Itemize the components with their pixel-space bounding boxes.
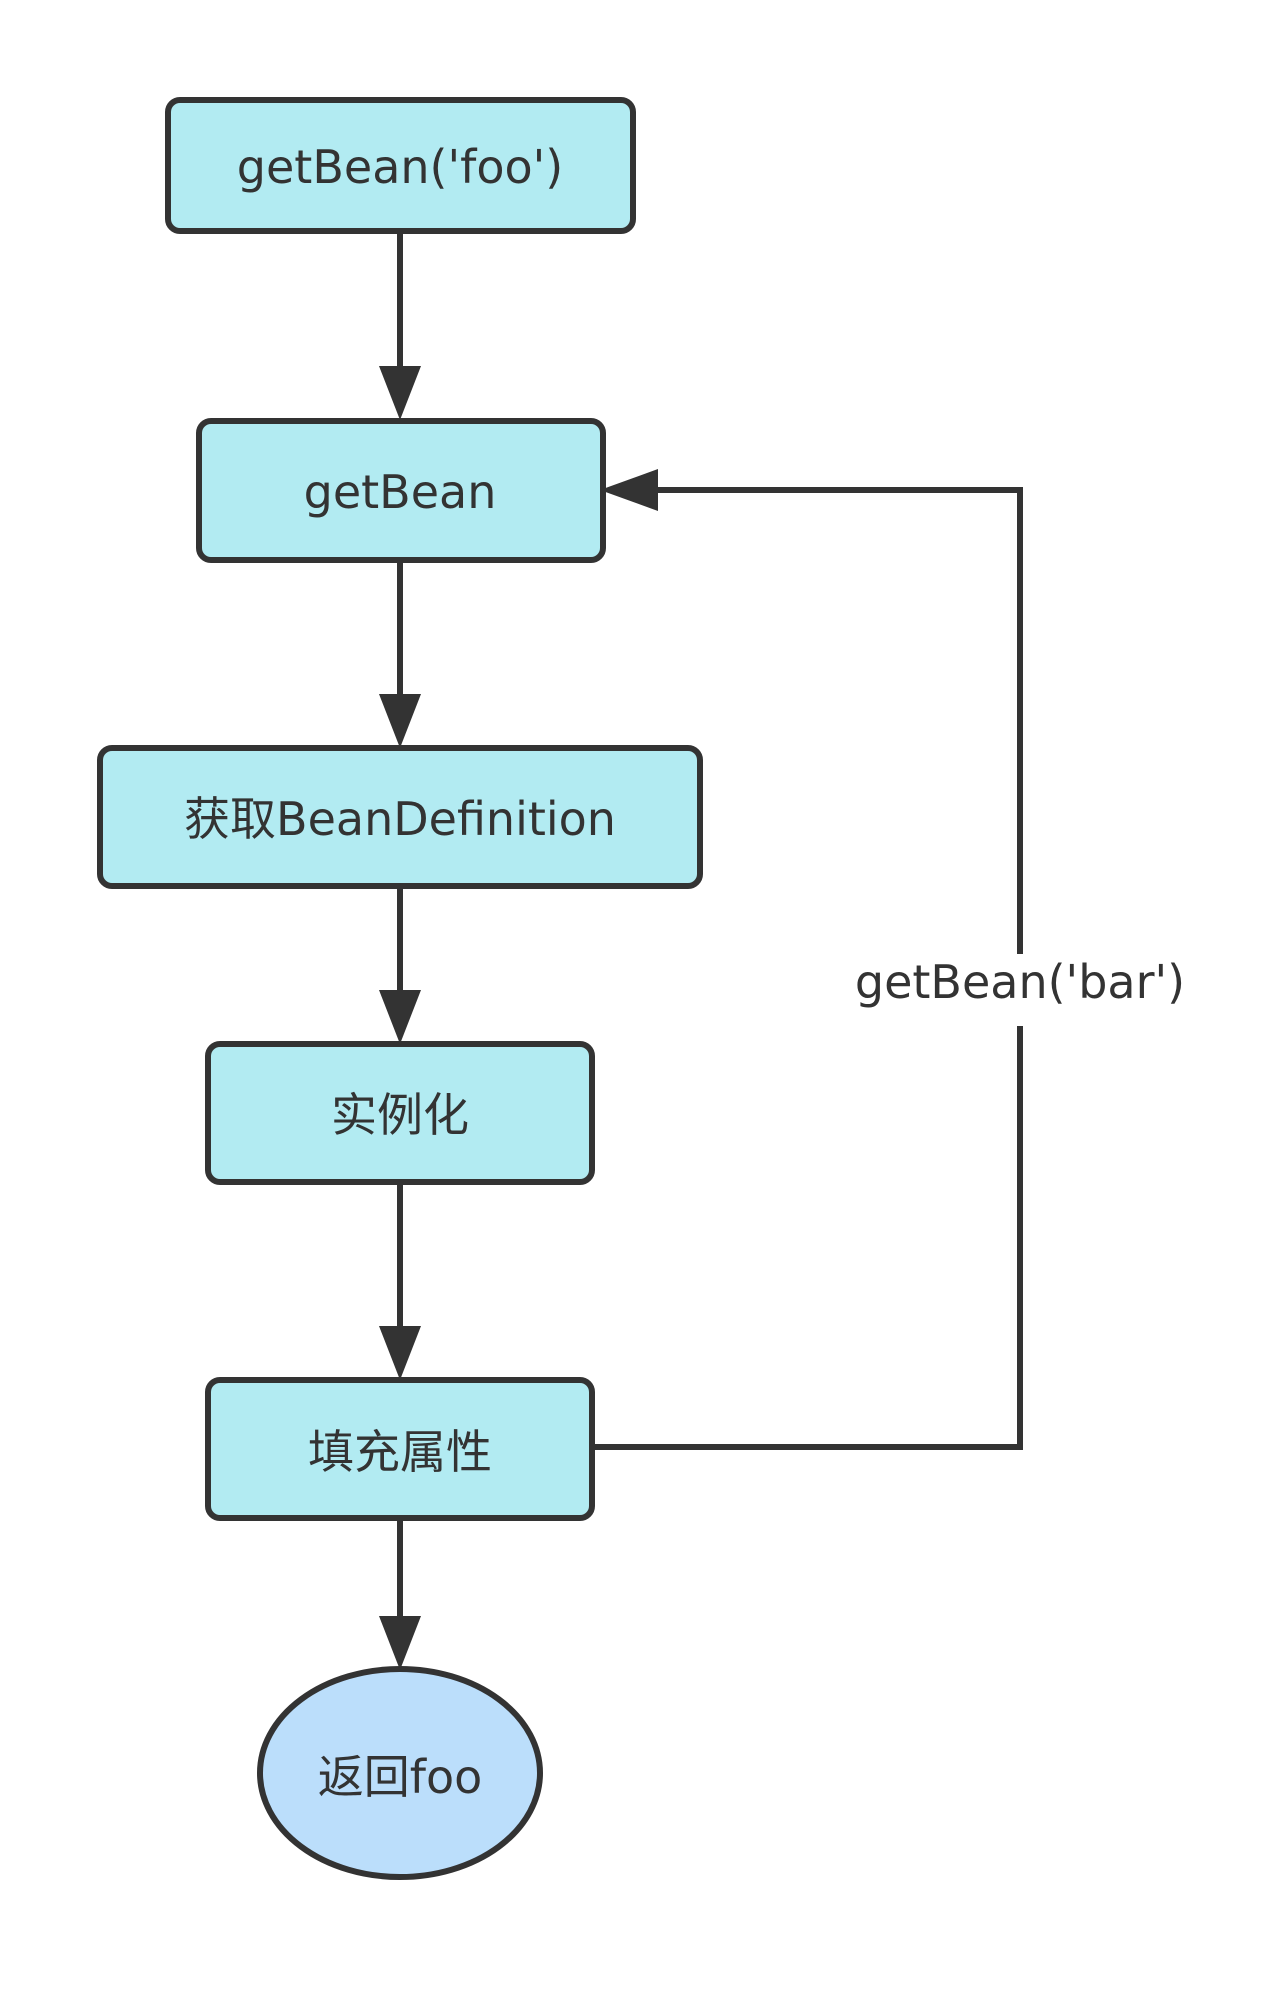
edge-definition-to-instantiate-arrowhead — [379, 990, 421, 1044]
edge-populate-to-return-arrowhead — [379, 1616, 421, 1670]
loop-label-background — [846, 954, 1194, 1026]
node-populate — [205, 1377, 595, 1521]
edge-start-to-getbean-arrowhead — [379, 366, 421, 420]
node-getbean-label: getBean — [304, 465, 497, 519]
node-instantiate-label: 实例化 — [331, 1088, 469, 1142]
edge-loop-arrowhead — [600, 469, 658, 511]
node-get-definition — [97, 745, 703, 889]
node-getbean — [196, 418, 606, 563]
node-return — [257, 1666, 543, 1880]
edge-getbean-to-definition-arrowhead — [379, 694, 421, 748]
edge-instantiate-to-populate-arrowhead — [379, 1326, 421, 1380]
node-get-definition-label: 获取BeanDefinition — [184, 792, 616, 846]
node-start — [165, 97, 636, 234]
node-populate-label: 填充属性 — [308, 1425, 492, 1479]
node-return-label: 返回foo — [318, 1750, 482, 1804]
loop-edge-label: getBean('bar') — [855, 955, 1185, 1009]
node-start-label: getBean('foo') — [237, 140, 563, 194]
node-instantiate — [205, 1041, 595, 1185]
